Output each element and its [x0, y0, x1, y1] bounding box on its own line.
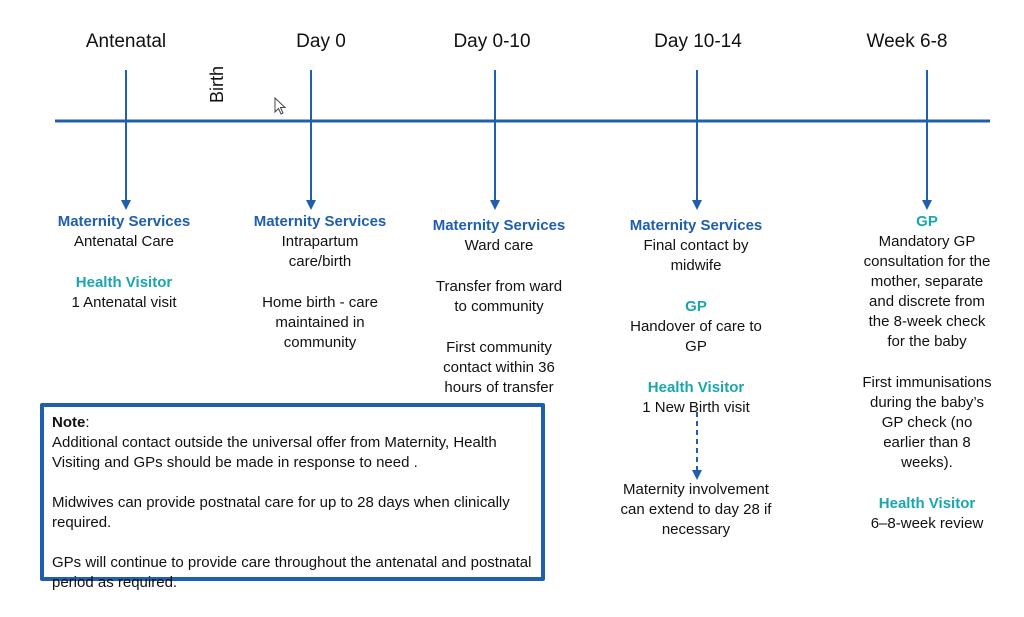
service-heading: Health Visitor: [878, 495, 976, 512]
column-week6-8: GP Mandatory GP consultation for the mother…: [827, 212, 1024, 534]
birth-label: Birth: [207, 65, 227, 103]
service-text-line: Antenatal Care: [73, 233, 175, 250]
service-heading: Maternity Services: [57, 213, 191, 230]
service-text-line: the 8-week check: [868, 313, 986, 330]
service-text-line: 6–8-week review: [870, 515, 984, 532]
service-heading: GP: [685, 298, 707, 315]
note-paragraph: Additional contact outside the universal…: [52, 434, 497, 471]
service-text-line: hours of transfer: [444, 379, 554, 396]
extension-text-line: necessary: [661, 521, 731, 538]
service-text-line: Transfer from ward: [435, 278, 563, 295]
phase-label-day0: Day 0: [296, 31, 346, 52]
service-text-line: midwife: [670, 257, 722, 274]
service-text-line: GP: [685, 338, 707, 355]
service-text-line: earlier than 8: [883, 434, 971, 451]
service-text-line: during the baby’s: [870, 394, 984, 411]
service-text-line: First immunisations: [862, 374, 992, 391]
service-heading: Maternity Services: [253, 213, 387, 230]
service-text-line: Home birth - care: [262, 294, 378, 311]
note-box: Note: Additional contact outside the uni…: [40, 403, 545, 591]
service-heading: GP: [916, 213, 938, 230]
service-text-line: Mandatory GP: [878, 233, 976, 250]
extension-note: Maternity involvement can extend to day 2…: [596, 480, 796, 540]
service-text-line: Ward care: [464, 237, 534, 254]
service-text-line: mother, separate: [870, 273, 984, 290]
service-heading: Health Visitor: [647, 379, 745, 396]
service-text-line: Handover of care to: [630, 318, 762, 335]
service-text-line: and discrete from: [869, 293, 985, 310]
note-title: Note: [52, 414, 86, 431]
service-text-line: First community: [446, 339, 552, 356]
service-heading: Health Visitor: [75, 274, 173, 291]
service-text-line: contact within 36: [443, 359, 555, 376]
service-text-line: care/birth: [288, 253, 352, 270]
service-text-line: Final contact by: [643, 237, 749, 254]
service-text-line: GP check (no: [881, 414, 973, 431]
service-text-line: for the baby: [887, 333, 967, 350]
phase-label-day10-14: Day 10-14: [654, 31, 742, 52]
phase-label-day0-10: Day 0-10: [453, 31, 531, 52]
service-text-line: Intrapartum: [281, 233, 359, 250]
service-text-line: consultation for the: [863, 253, 991, 270]
service-text-line: 1 New Birth visit: [642, 399, 750, 416]
extension-text-line: Maternity involvement: [623, 481, 769, 498]
service-text-line: maintained in: [275, 314, 365, 331]
service-text-line: to community: [454, 298, 544, 315]
service-text-line: weeks).: [901, 454, 953, 471]
service-heading: Maternity Services: [432, 217, 566, 234]
phase-label-week6-8: Week 6-8: [866, 31, 948, 52]
note-paragraph: GPs will continue to provide care throug…: [52, 554, 532, 591]
service-text-line: community: [283, 334, 357, 351]
note-paragraph: Midwives can provide postnatal care for …: [52, 494, 510, 531]
service-heading: Maternity Services: [629, 217, 763, 234]
phase-label-antenatal: Antenatal: [85, 31, 167, 52]
mouse-pointer-icon: [274, 96, 287, 120]
extension-text-line: can extend to day 28 if: [620, 501, 772, 518]
service-text-line: 1 Antenatal visit: [71, 294, 177, 311]
